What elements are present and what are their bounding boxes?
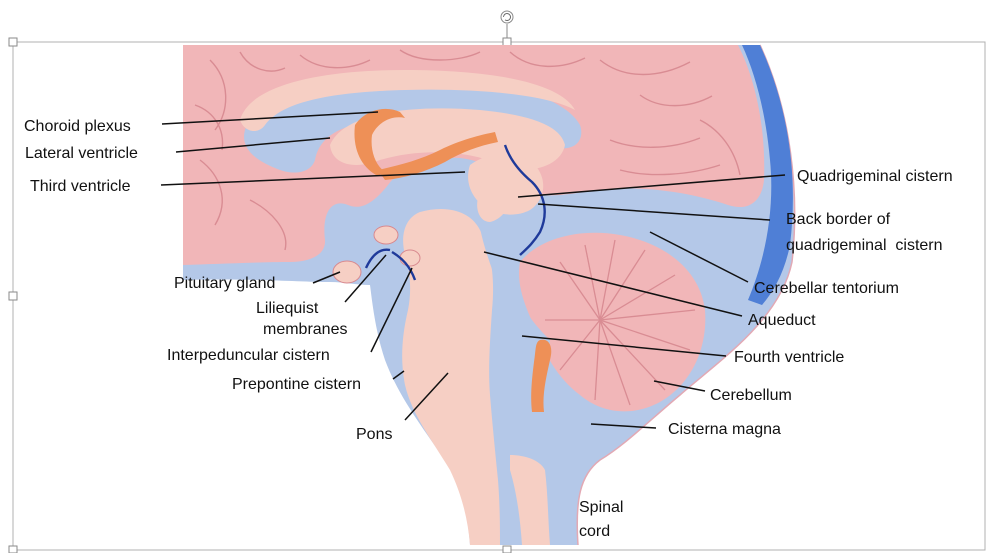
label-cerebellum: Cerebellum — [710, 387, 792, 404]
label-spinal-1: Spinal — [579, 499, 623, 516]
label-pituitary-gland: Pituitary gland — [174, 275, 275, 292]
rotate-handle-icon[interactable] — [501, 11, 513, 23]
resize-handle-bottom-center[interactable] — [503, 546, 511, 553]
label-choroid-plexus: Choroid plexus — [24, 118, 131, 135]
label-liliequist-2: membranes — [263, 321, 347, 338]
label-spinal-2: cord — [579, 523, 610, 540]
label-back-border-2: quadrigeminal cistern — [786, 237, 943, 254]
label-interpeduncular-cistern: Interpeduncular cistern — [167, 347, 330, 364]
optic-chiasm — [374, 226, 398, 244]
label-third-ventricle: Third ventricle — [30, 178, 131, 195]
label-cisterna-magna: Cisterna magna — [668, 421, 781, 438]
pituitary-gland — [333, 261, 361, 283]
label-back-border-1: Back border of — [786, 211, 891, 228]
label-liliequist-1: Liliequist — [256, 300, 319, 317]
label-quadrigeminal-cistern: Quadrigeminal cistern — [797, 168, 953, 185]
label-pons: Pons — [356, 426, 392, 443]
label-cerebellar-tentorium: Cerebellar tentorium — [754, 280, 899, 297]
label-lateral-ventricle: Lateral ventricle — [25, 145, 138, 162]
mammillary-body — [400, 250, 420, 266]
resize-handle-top-center[interactable] — [503, 38, 511, 46]
label-aqueduct: Aqueduct — [748, 312, 816, 329]
resize-handle-bottom-left[interactable] — [9, 546, 17, 553]
label-prepontine-cistern: Prepontine cistern — [232, 376, 361, 393]
resize-handle-top-left[interactable] — [9, 38, 17, 46]
label-fourth-ventricle: Fourth ventricle — [734, 349, 844, 366]
resize-handle-left-middle[interactable] — [9, 292, 17, 300]
